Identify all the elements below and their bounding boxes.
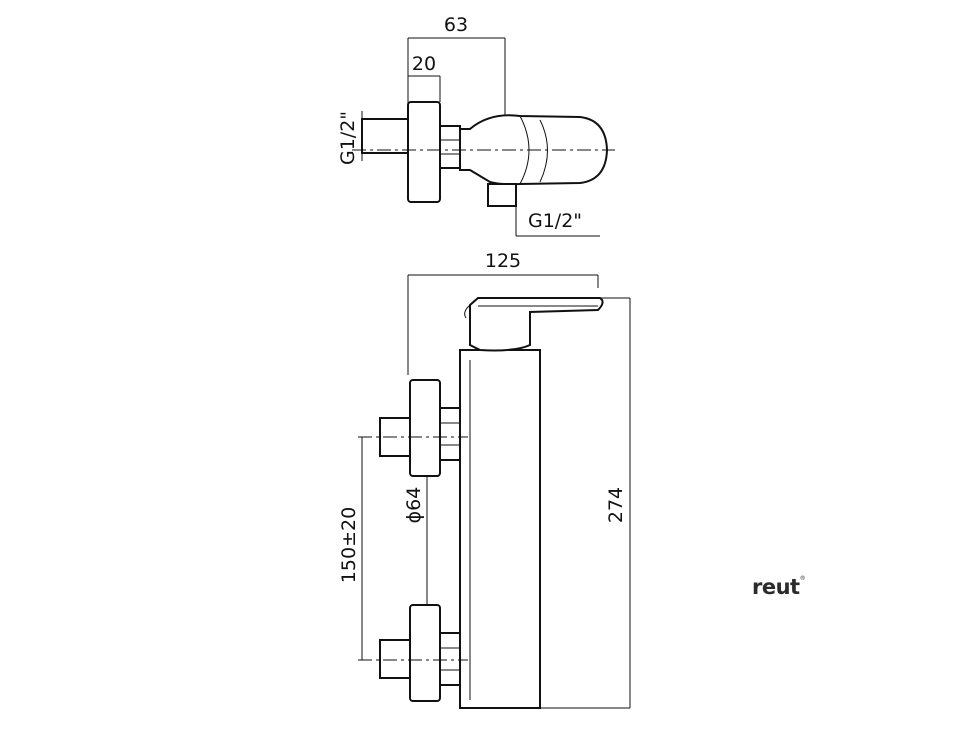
dim-spacing-label: 150±20: [338, 507, 360, 583]
front-view: 125 274 150±20 ϕ64: [338, 250, 631, 709]
inlet-stub: [361, 118, 409, 154]
dim-125-label: 125: [485, 250, 521, 272]
brand-logo: reut®: [752, 575, 806, 599]
dim-20-label: 20: [412, 53, 436, 75]
lower-inlet-stub: [379, 639, 411, 679]
lower-flange: [409, 604, 441, 702]
thread-outlet-label: G1/2": [528, 210, 582, 232]
top-view: 63 20 G1/2" G1/2": [337, 14, 615, 237]
lower-nut: [439, 632, 461, 686]
dim-63-label: 63: [444, 14, 468, 36]
wall-plate: [407, 101, 441, 203]
dim-274-label: 274: [605, 487, 627, 523]
outlet-stub: [487, 183, 517, 207]
brand-name: reut: [752, 575, 800, 599]
lever-handle: [469, 297, 604, 352]
upper-flange: [409, 379, 441, 477]
dim-diameter-label: ϕ64: [403, 487, 425, 524]
hex-nut: [439, 125, 461, 169]
thread-inlet-label: G1/2": [337, 111, 359, 165]
mixer-body-front: [459, 349, 541, 709]
upper-nut: [439, 407, 461, 461]
registered-mark: ®: [799, 575, 806, 582]
